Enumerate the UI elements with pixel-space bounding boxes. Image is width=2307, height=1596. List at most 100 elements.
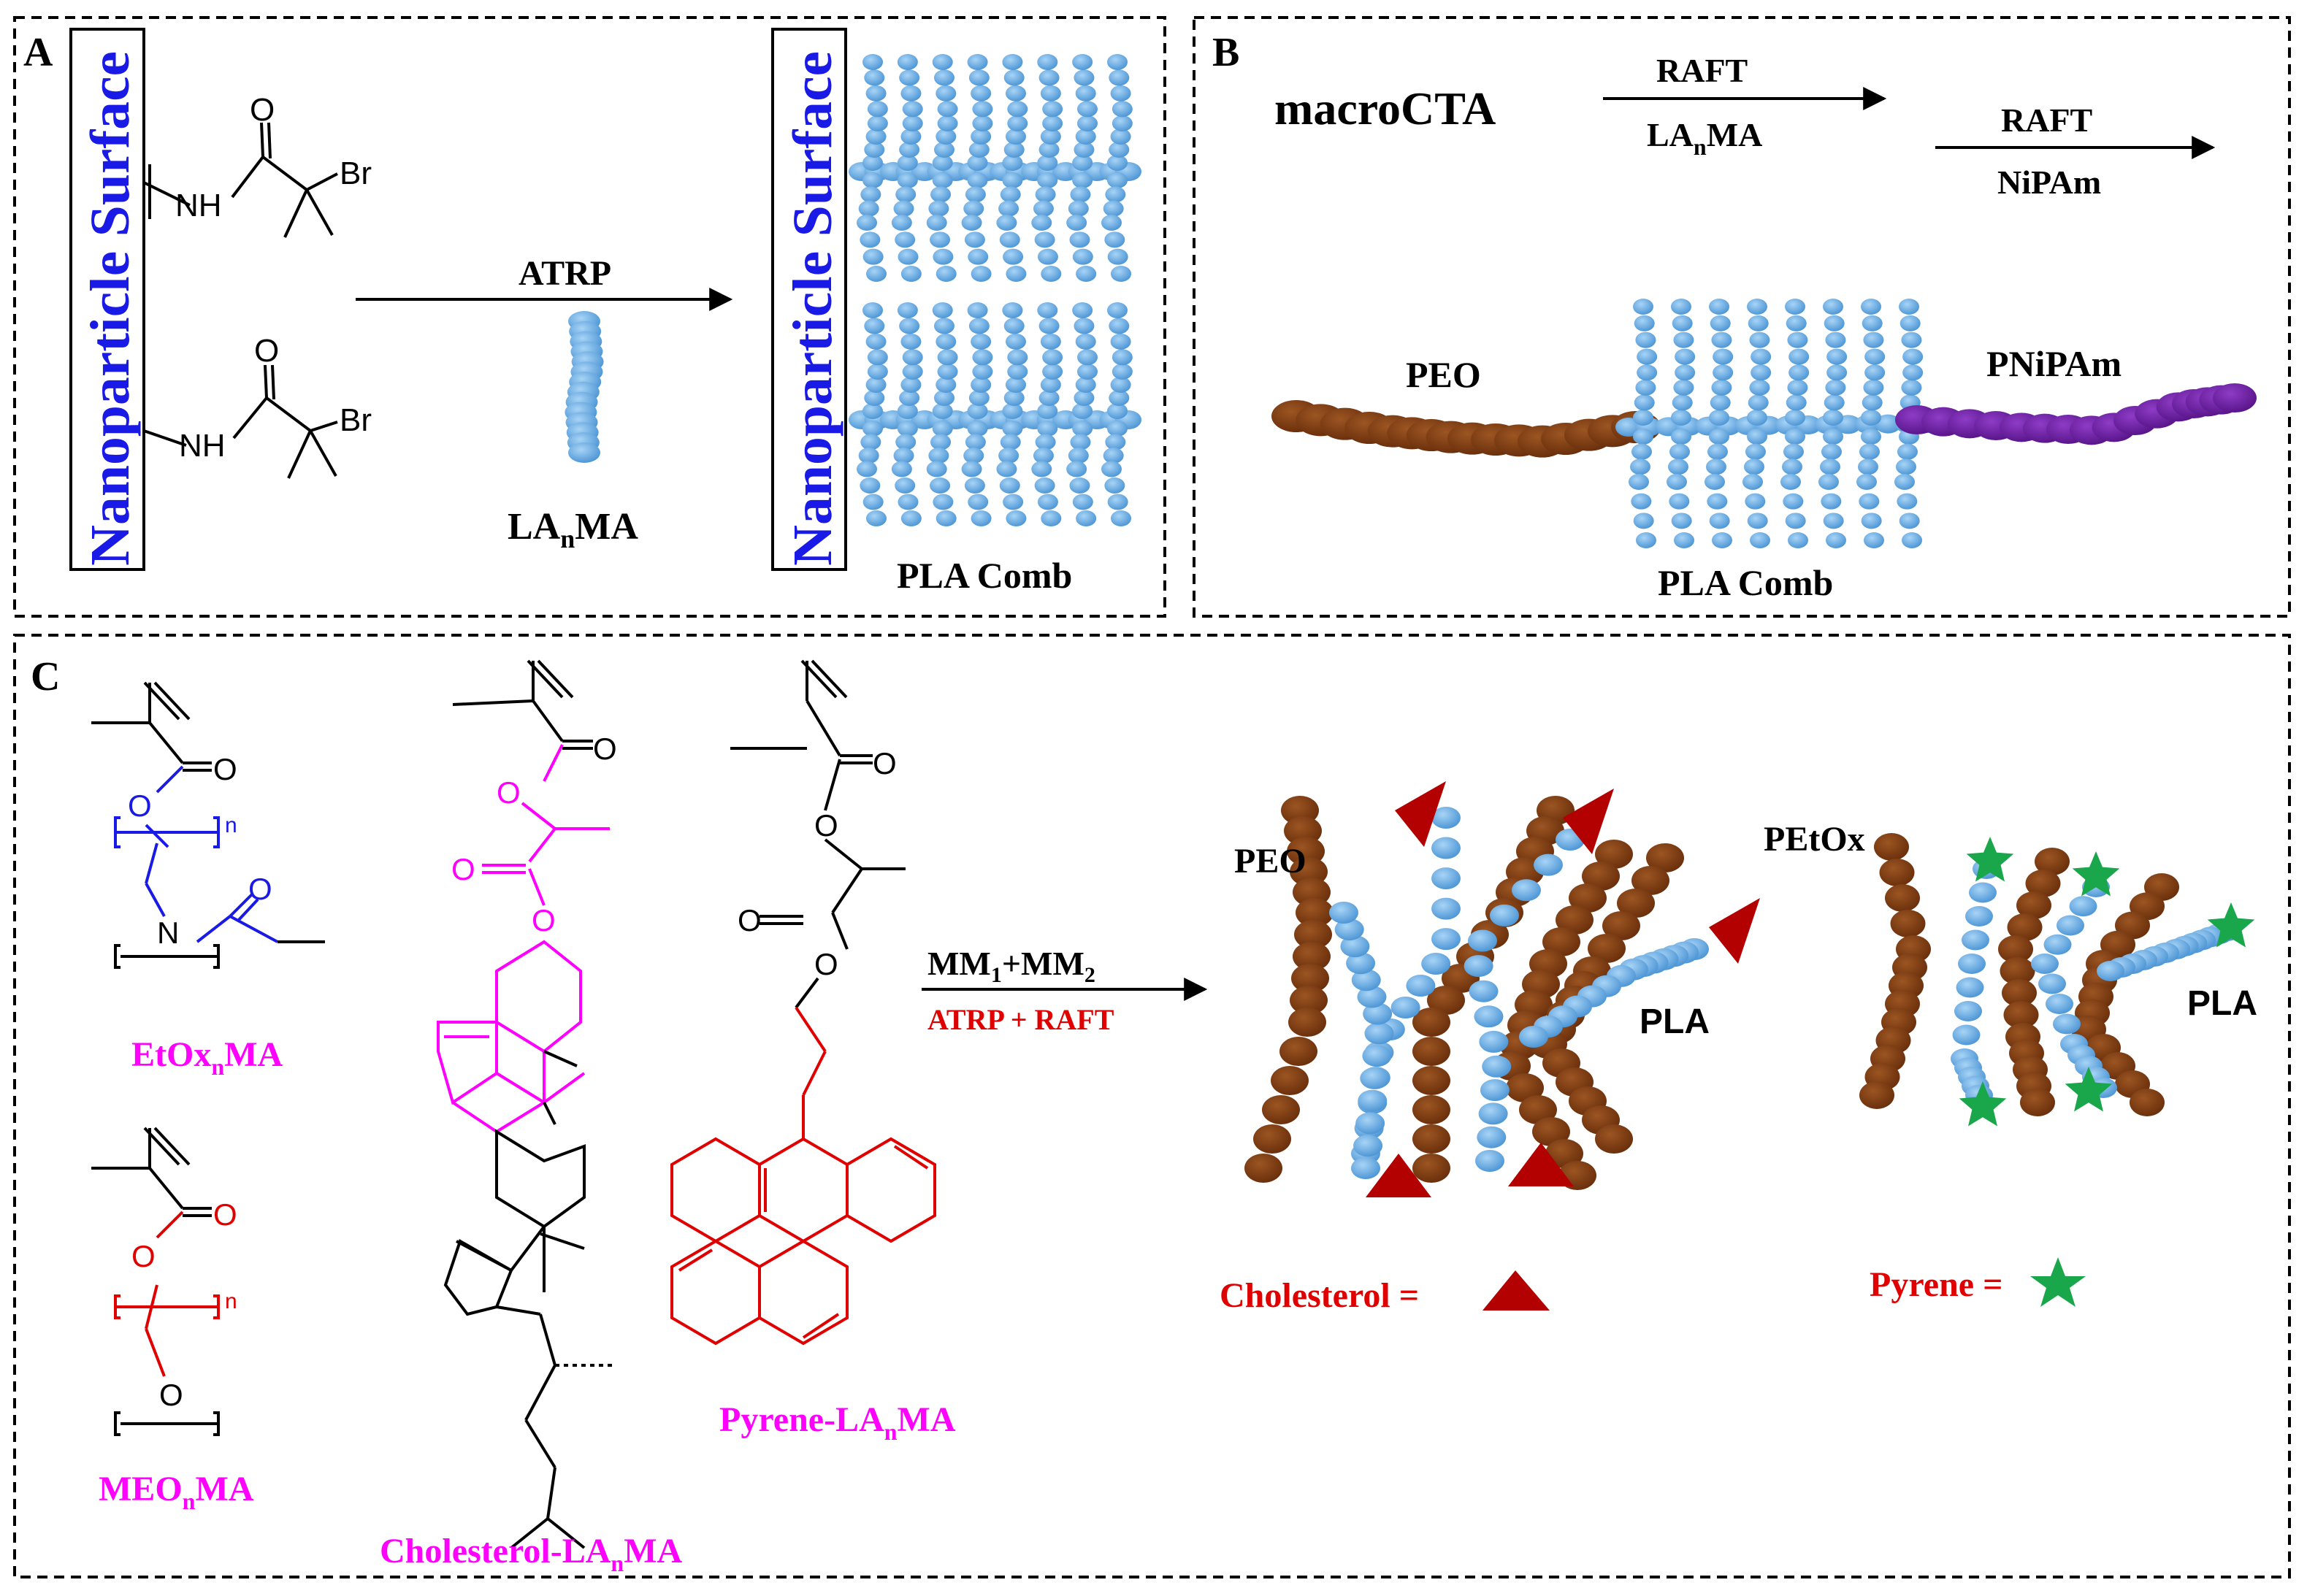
side-chain-bead — [862, 54, 883, 70]
side-chain-bead — [961, 215, 982, 231]
side-chain-bead — [932, 54, 953, 70]
pla-side-bead — [1747, 429, 1767, 445]
side-chain-bead — [964, 477, 985, 494]
peo-bead — [1279, 1037, 1317, 1066]
side-chain-bead — [998, 200, 1019, 217]
lanma-monomer-chain — [565, 311, 604, 463]
pla-bead — [2031, 954, 2059, 974]
side-chain-bead — [1066, 215, 1087, 231]
side-chain-bead — [862, 302, 883, 318]
side-chain-bead — [967, 172, 988, 188]
pla-side-bead — [1826, 532, 1846, 548]
pla-bead — [1969, 882, 1997, 903]
side-chain-bead — [902, 349, 923, 366]
side-chain-bead — [1101, 461, 1122, 477]
cholesterol-triangle-icon — [1709, 898, 1760, 964]
pla-side-bead — [1823, 429, 1843, 445]
side-chain-bead — [895, 231, 916, 248]
side-chain-bead — [930, 434, 952, 450]
pla-side-bead — [1748, 315, 1769, 331]
pyrene-star-icon — [2207, 902, 2255, 948]
side-chain-bead — [862, 248, 884, 265]
side-chain-bead — [1031, 461, 1052, 477]
pla-side-bead — [1861, 513, 1882, 529]
pla-side-bead — [1633, 429, 1653, 445]
pla-backbone-bead — [1875, 414, 1902, 434]
side-chain-bead — [1112, 101, 1133, 118]
atom-nh-top: NH — [175, 188, 222, 223]
side-chain-bead — [860, 477, 881, 494]
pla-side-bead — [1745, 493, 1766, 510]
side-chain-bead — [1042, 349, 1063, 366]
initiator-structure-bottom — [142, 364, 338, 479]
side-chain-bead — [1002, 403, 1023, 419]
side-chain-bead — [967, 54, 988, 70]
side-chain-bead — [1040, 377, 1061, 393]
side-chain-bead — [1003, 142, 1025, 158]
pyr-atom-o4: O — [814, 947, 838, 981]
pla-bead — [1363, 1002, 1393, 1025]
initiator-structure-top — [143, 122, 338, 238]
panel-c-frame — [13, 634, 2291, 1578]
side-chain-bead — [864, 142, 885, 158]
pla-side-bead — [1826, 348, 1848, 365]
pla-bead — [1358, 1089, 1388, 1112]
side-chain-bead — [926, 215, 947, 231]
side-chain-bead — [936, 333, 957, 350]
side-chain-bead — [932, 421, 953, 437]
pla-side-bead — [1631, 443, 1652, 460]
side-chain-bead — [900, 510, 922, 526]
pla-label-c1: PLA — [1640, 1002, 1710, 1041]
pla-side-bead — [1864, 532, 1884, 548]
side-chain-bead — [964, 231, 985, 248]
pla-side-bead — [1785, 513, 1806, 529]
side-chain-bead — [1002, 421, 1023, 437]
etox-atom-n: N — [157, 916, 179, 950]
petox-bead — [2035, 848, 2070, 875]
side-chain-bead — [1111, 266, 1131, 282]
etox-repeat-n: n — [225, 813, 237, 837]
pla-side-bead — [1710, 394, 1731, 411]
side-chain-bead — [862, 494, 884, 510]
pyrene-star-icon — [2072, 851, 2120, 897]
side-chain-bead — [936, 266, 957, 282]
pla-side-bead — [1856, 474, 1877, 490]
side-chain-bead — [1104, 477, 1125, 494]
side-chain-bead — [895, 434, 917, 450]
side-chain-bead — [899, 318, 920, 334]
side-chain-bead — [862, 421, 883, 437]
pla-side-bead — [1786, 315, 1807, 331]
side-chain-bead — [963, 200, 984, 217]
side-chain-bead — [936, 128, 957, 145]
side-chain-bead — [1007, 101, 1028, 118]
pla-side-bead — [1786, 394, 1807, 411]
petox-bead — [1885, 884, 1920, 912]
side-chain-bead — [1072, 302, 1093, 318]
pla-side-bead — [1633, 299, 1653, 315]
side-chain-bead — [857, 215, 877, 231]
side-chain-bead — [899, 69, 920, 86]
cholesterol-triangle-icon — [1482, 1270, 1550, 1311]
side-chain-bead — [900, 128, 922, 145]
pla-comb-label-a: PLA Comb — [897, 555, 1072, 596]
nipam-label: NiPAm — [1997, 164, 2101, 201]
pla-side-bead — [1705, 474, 1725, 490]
side-chain-bead — [1037, 403, 1058, 419]
pla-bead — [1334, 918, 1364, 941]
pla-side-bead — [1785, 410, 1805, 426]
peo-label-b: PEO — [1406, 354, 1481, 395]
peo-bead — [1412, 1095, 1450, 1124]
side-chain-bead — [895, 477, 916, 494]
petox-bead — [2002, 979, 2037, 1007]
pla-bead — [1480, 1079, 1510, 1102]
cholesterol-triangle-icon — [1366, 1154, 1431, 1197]
meo-atom-o1: O — [213, 1197, 237, 1232]
side-chain-bead — [900, 377, 922, 393]
side-chain-bead — [1074, 69, 1095, 86]
petox-bead — [2000, 957, 2035, 985]
atom-br-bottom: Br — [340, 402, 372, 438]
pla-side-bead — [1823, 410, 1843, 426]
triblock-copolymer — [1271, 299, 2257, 548]
side-chain-bead — [1072, 54, 1093, 70]
peo-bead — [1556, 905, 1594, 935]
